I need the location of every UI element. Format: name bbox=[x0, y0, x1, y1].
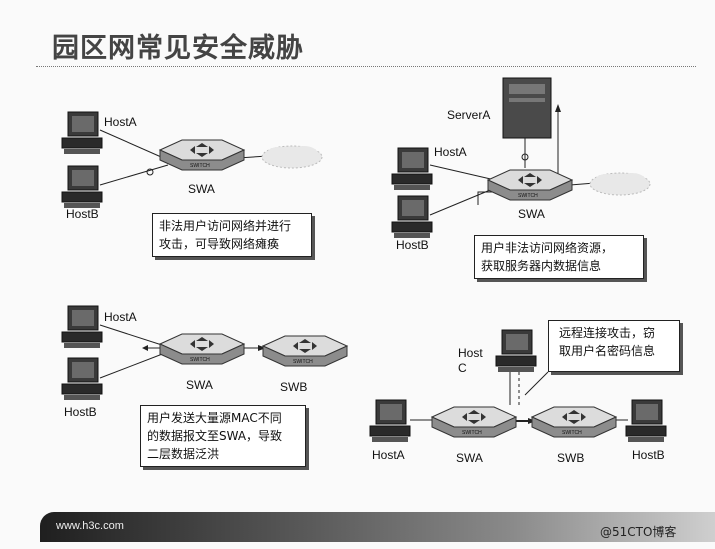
link-hosta-swa-2 bbox=[429, 164, 496, 181]
title-divider bbox=[36, 66, 696, 67]
callout-pointer bbox=[524, 371, 549, 396]
threat-callout: 用户发送大量源MAC不同 的数据报文至SWA，导致 二层数据泛洪 bbox=[140, 405, 306, 467]
link-hostb-swa bbox=[99, 164, 169, 186]
hosta-label: HostA bbox=[104, 310, 137, 324]
swa-label: SWA bbox=[518, 207, 545, 221]
threat-callout: 非法用户访问网络并进行 攻击，可导致网络瘫痪 bbox=[152, 213, 312, 257]
attack-marker bbox=[146, 168, 154, 176]
threat-callout: 远程连接攻击，窃 取用户名密码信息 bbox=[548, 320, 680, 372]
callout-line: 取用户名密码信息 bbox=[559, 344, 656, 358]
hosta-label: HostA bbox=[434, 145, 467, 159]
link-hosta-swa bbox=[99, 129, 169, 161]
link-hostb-swa-2 bbox=[429, 187, 496, 216]
swa-label: SWA bbox=[456, 451, 483, 465]
page-title: 园区网常见安全威胁 bbox=[52, 33, 304, 64]
hostb-label: HostB bbox=[396, 238, 429, 252]
hostb-label: HostB bbox=[66, 207, 99, 221]
hosta-computer-icon bbox=[391, 147, 433, 191]
watermark-text: @51CTO博客 bbox=[600, 525, 677, 539]
callout-line: 用户发送大量源MAC不同 bbox=[147, 411, 282, 425]
hosta-computer-icon bbox=[61, 111, 103, 155]
callout-line: 攻击，可导致网络瘫痪 bbox=[159, 237, 280, 251]
swb-switch-icon bbox=[531, 406, 617, 438]
swa-label: SWA bbox=[188, 182, 215, 196]
hostb-label: HostB bbox=[64, 405, 97, 419]
panel-bottom-left bbox=[61, 305, 348, 401]
panel-bottom-right bbox=[369, 329, 667, 443]
swb-label: SWB bbox=[557, 451, 585, 465]
hostc-label: Host C bbox=[458, 346, 483, 376]
hosta-label: HostA bbox=[104, 115, 137, 129]
servera-label: ServerA bbox=[447, 108, 491, 122]
callout-line: 获取服务器内数据信息 bbox=[481, 259, 602, 273]
panel-top-right bbox=[391, 77, 651, 239]
callout-line: 二层数据泛洪 bbox=[147, 447, 220, 461]
swa-switch-icon bbox=[431, 406, 517, 438]
footer-url: www.h3c.com bbox=[56, 520, 124, 532]
swa-switch-icon bbox=[159, 333, 245, 365]
hostb-label: HostB bbox=[632, 448, 665, 462]
hostb-computer-icon bbox=[625, 399, 667, 443]
callout-line: 用户非法访问网络资源， bbox=[481, 241, 614, 255]
hostc-label-line: C bbox=[458, 361, 467, 375]
hostb-computer-icon bbox=[61, 357, 103, 401]
attack-marker-server bbox=[521, 153, 529, 161]
swa-label: SWA bbox=[186, 378, 213, 392]
attack-arrow-head bbox=[555, 104, 561, 112]
hosta-label: HostA bbox=[372, 448, 405, 462]
panel-top-left bbox=[61, 111, 323, 209]
callout-line: 非法用户访问网络并进行 bbox=[159, 219, 292, 233]
hostb-computer-icon bbox=[61, 165, 103, 209]
swa-switch-icon bbox=[159, 139, 245, 171]
link-hostb-swa-3 bbox=[99, 352, 166, 379]
hostc-label-line: Host bbox=[458, 346, 483, 360]
flood-arrow-out bbox=[258, 345, 266, 351]
hostb-computer-icon bbox=[391, 195, 433, 239]
footer-bar bbox=[40, 512, 715, 542]
callout-line: 远程连接攻击，窃 bbox=[559, 326, 656, 340]
threat-callout: 用户非法访问网络资源， 获取服务器内数据信息 bbox=[474, 235, 644, 279]
internet-cloud-icon bbox=[589, 172, 651, 196]
link-hosta-swa-3 bbox=[99, 324, 166, 347]
hostc-computer-icon bbox=[495, 329, 537, 373]
swa-switch-icon bbox=[487, 169, 573, 201]
internet-cloud-icon bbox=[261, 145, 323, 169]
swb-switch-icon bbox=[262, 335, 348, 367]
callout-line: 的数据报文至SWA，导致 bbox=[147, 429, 283, 443]
hosta-computer-icon bbox=[369, 399, 411, 443]
hosta-computer-icon bbox=[61, 305, 103, 349]
swb-label: SWB bbox=[280, 380, 308, 394]
